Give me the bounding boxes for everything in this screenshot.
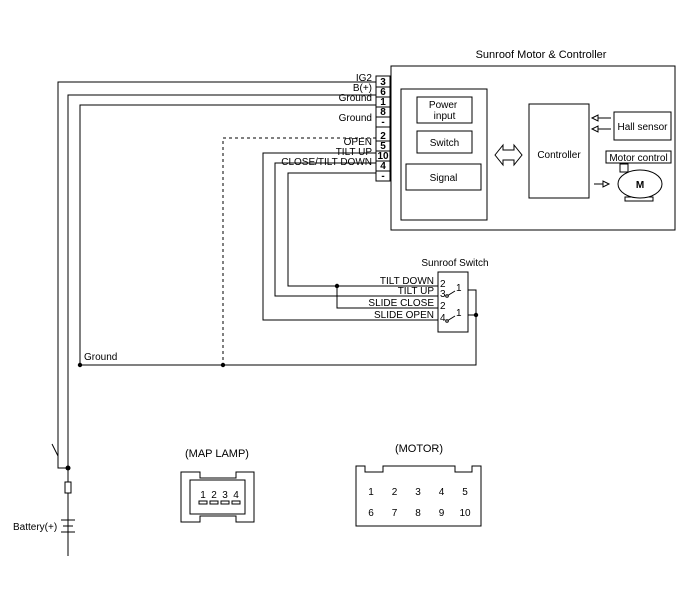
wire-ground-main <box>79 104 376 365</box>
wire-slide-close <box>336 286 438 309</box>
switch-terminal-pin: 3 <box>440 289 446 300</box>
motor-connector-pin: 8 <box>415 508 421 519</box>
wire-ig2 <box>57 81 376 469</box>
map-lamp-terminal <box>220 500 230 505</box>
fuse-icon <box>64 481 72 494</box>
map-lamp-pin: 1 <box>200 490 206 501</box>
map-lamp-cavity <box>189 479 246 515</box>
power-input-block <box>416 96 473 124</box>
map-lamp-pin: 2 <box>211 490 217 501</box>
signal-label: Ground <box>339 93 372 104</box>
switch-contact-point <box>445 319 449 323</box>
map-lamp-terminal <box>209 500 219 505</box>
motor-connector-pin: 3 <box>415 487 421 498</box>
wires <box>57 81 479 556</box>
motor-connector-pins: 1 2 3 4 5 6 7 8 9 10 <box>368 487 471 519</box>
ignition-switch-icon <box>51 443 59 468</box>
switch-block <box>416 130 473 154</box>
connector-pin: 5 <box>380 141 386 152</box>
motor-connector-pin: 1 <box>368 487 374 498</box>
controller-label: Controller <box>537 150 581 161</box>
map-lamp-title: (MAP LAMP) <box>185 448 249 460</box>
wire-tilt-up <box>274 162 438 297</box>
switch-common-pin: 1 <box>456 308 462 319</box>
wire-close-tilt-down <box>287 172 438 287</box>
hall-sensor-label: Hall sensor <box>617 122 668 133</box>
switch-terminal-pin: 2 <box>440 279 446 290</box>
motor-arrow-icon <box>594 180 611 188</box>
bidirectional-arrow-icon <box>494 143 523 167</box>
map-lamp-pin: 3 <box>222 490 228 501</box>
connector-pin: - <box>381 171 384 182</box>
signal-block <box>405 163 482 191</box>
motor-control-block <box>605 150 672 164</box>
junction-dot <box>220 362 226 368</box>
switch-terminal-pin: 4 <box>440 313 446 324</box>
map-lamp-pin: 4 <box>233 490 239 501</box>
motor-connector-pin: 9 <box>439 508 445 519</box>
wire-battery <box>67 94 376 556</box>
signal-label: Ground <box>339 113 372 124</box>
switch-common-pin: 1 <box>456 283 462 294</box>
motor-connector-pin: 5 <box>462 487 468 498</box>
motor-connector-pin: 7 <box>392 508 398 519</box>
power-input-label-line1: Power <box>429 100 458 111</box>
signal-label: IG2 <box>356 73 373 84</box>
map-lamp-terminal <box>231 500 241 505</box>
connector-pin: 2 <box>380 131 386 142</box>
wire-ground-dashed <box>222 137 376 365</box>
controller-block <box>528 103 590 199</box>
switch-terminal-label: SLIDE OPEN <box>374 310 434 321</box>
motor-connector-pin: 2 <box>392 487 398 498</box>
switch-terminal-label: TILT UP <box>398 286 435 297</box>
power-input-label: Power input <box>429 100 460 122</box>
switch-block-label: Switch <box>430 138 459 149</box>
motor-control-label: Motor control <box>609 153 667 164</box>
signal-label: B(+) <box>353 83 372 94</box>
motor-connector-pin: 4 <box>439 487 445 498</box>
motor-connector-pin: 10 <box>459 508 471 519</box>
module-title: Sunroof Motor & Controller <box>476 49 607 61</box>
sunroof-switch-title: Sunroof Switch <box>421 258 488 269</box>
junction-dot <box>65 465 71 471</box>
hall-sensor-block <box>613 111 672 141</box>
switch-terminal-label: TILT DOWN <box>380 276 434 287</box>
connector-pin: 8 <box>380 107 386 118</box>
sunroof-switch-box <box>437 271 469 333</box>
connector-pin: 6 <box>380 87 386 98</box>
motor-connector-title: (MOTOR) <box>395 443 443 455</box>
map-lamp-terminal <box>198 500 208 505</box>
battery-icon <box>61 519 75 533</box>
switch-contact-point <box>445 294 449 298</box>
motor-icon <box>617 163 663 202</box>
wire-ground-bus <box>80 289 477 366</box>
motor-symbol: M <box>636 180 644 191</box>
motor-connector <box>355 465 482 527</box>
connector-pin: - <box>381 117 384 128</box>
motor-connector-pin: 6 <box>368 508 374 519</box>
junction-dot <box>334 283 340 289</box>
wire-open <box>262 152 438 321</box>
connector-pin: 3 <box>380 77 386 88</box>
battery-label: Battery(+) <box>13 522 57 533</box>
connector-pin: 10 <box>377 151 389 162</box>
junction-dot <box>473 312 479 318</box>
ground-bus-label: Ground <box>84 352 117 363</box>
hall-sensor-arrows-icon <box>590 114 611 133</box>
connector-pin: 4 <box>380 161 386 172</box>
switch-terminal-pin: 2 <box>440 301 446 312</box>
power-input-label-line2: input <box>434 111 456 122</box>
junction-dot <box>77 362 83 368</box>
switch-terminal-label: SLIDE CLOSE <box>368 298 434 309</box>
connector-pin: 1 <box>380 97 386 108</box>
signal-block-label: Signal <box>430 173 458 184</box>
signal-label: OPEN <box>344 137 372 148</box>
